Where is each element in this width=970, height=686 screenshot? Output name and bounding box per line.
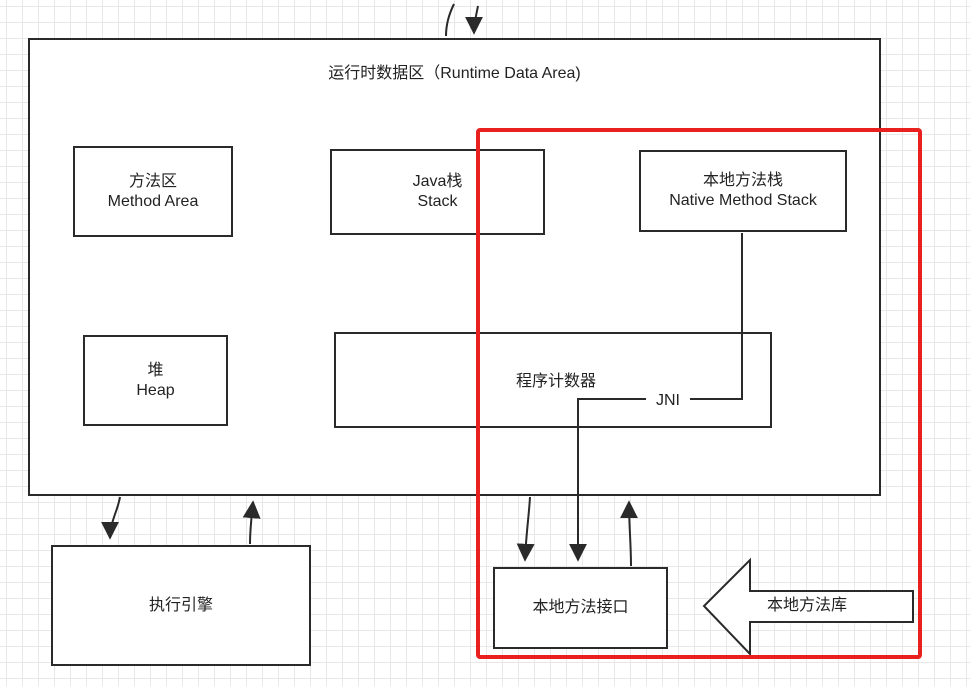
- highlight-frame: [476, 128, 922, 659]
- heap-label-cn: 堆: [147, 361, 164, 379]
- native-stack-label-cn: 本地方法栈: [702, 172, 783, 189]
- jni-label: JNI: [646, 391, 690, 411]
- java-stack-node[interactable]: Java栈 Stack: [330, 149, 545, 235]
- native-method-stack-node[interactable]: 本地方法栈 Native Method Stack: [639, 150, 847, 232]
- top-connector-arrow: [465, 5, 484, 35]
- arrow-native-interface-to-runtime: [620, 500, 639, 567]
- method-area-node[interactable]: 方法区 Method Area: [73, 146, 233, 237]
- method-area-label-en: Method Area: [107, 192, 199, 210]
- heap-label-en: Heap: [136, 381, 175, 399]
- arrow-runtime-to-native-interface: [516, 496, 535, 562]
- heap-node[interactable]: 堆 Heap: [83, 335, 228, 426]
- java-stack-label-en: Stack: [417, 193, 458, 210]
- program-counter-label: 程序计数器: [516, 373, 597, 390]
- native-method-interface-node[interactable]: 本地方法接口: [493, 567, 668, 649]
- execution-engine-label: 执行引擎: [148, 596, 213, 614]
- method-area-label-cn: 方法区: [128, 172, 177, 190]
- top-connector-in: [445, 3, 455, 37]
- native-library-arrow-shape[interactable]: [702, 557, 914, 657]
- program-counter-node[interactable]: 程序计数器: [334, 332, 772, 428]
- native-library-label: 本地方法库: [766, 597, 847, 614]
- execution-engine-node[interactable]: 执行引擎: [51, 545, 311, 666]
- native-interface-label: 本地方法接口: [532, 599, 629, 616]
- arrow-runtime-to-engine: [101, 496, 121, 540]
- runtime-data-area-title: 运行时数据区（Runtime Data Area): [328, 65, 581, 82]
- native-stack-label-en: Native Method Stack: [669, 192, 817, 209]
- arrow-engine-to-runtime: [242, 500, 261, 545]
- java-stack-label-cn: Java栈: [412, 173, 463, 190]
